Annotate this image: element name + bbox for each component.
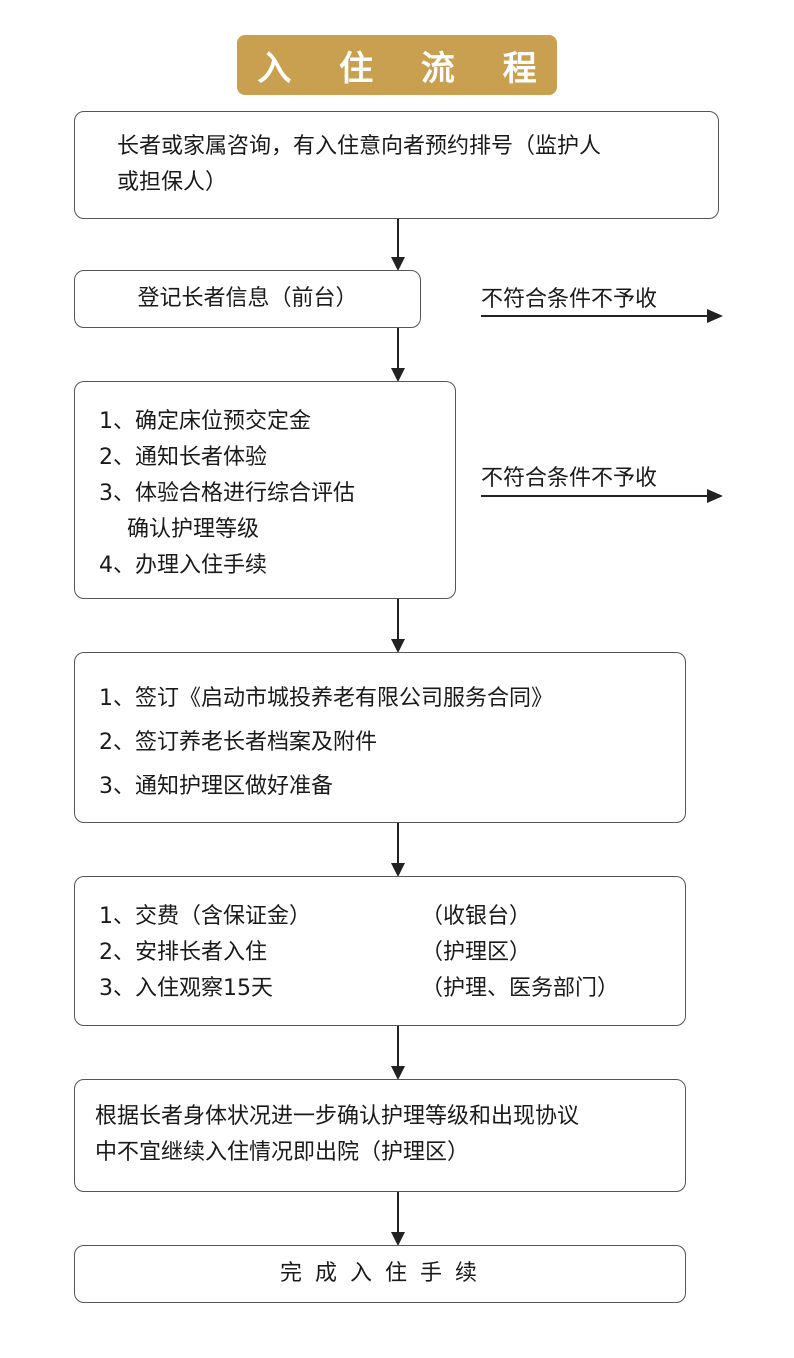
arrow-down-1	[391, 219, 405, 271]
step-complete-label: 完 成 入 住 手 续	[280, 1261, 480, 1286]
step-consultation-line-2: 或担保人）	[117, 170, 228, 195]
step-checkin-left-1: 1、交费（含保证金）	[99, 904, 311, 929]
step-checkin-left-2: 2、安排长者入住	[99, 940, 267, 965]
arrow-down-6	[391, 1192, 405, 1246]
step-register-label: 登记长者信息（前台）	[137, 286, 358, 311]
step-complete-box: 完 成 入 住 手 续	[74, 1245, 686, 1303]
arrow-right-reject-1	[481, 309, 723, 323]
step-contract-box: 1、签订《启动市城投养老有限公司服务合同》 2、签订养老长者档案及附件 3、通知…	[74, 652, 686, 823]
step-checkin-right-column: （收银台） （护理区） （护理、医务部门）	[421, 899, 619, 1007]
reject-label-1: 不符合条件不予收	[481, 287, 658, 312]
step-review-line-2: 中不宜继续入住情况即出院（护理区）	[95, 1140, 470, 1165]
arrow-down-5	[391, 1026, 405, 1080]
step-assessment-line-5: 4、办理入住手续	[99, 553, 267, 578]
arrow-right-reject-2	[481, 489, 723, 503]
step-assessment-line-1: 1、确定床位预交定金	[99, 409, 311, 434]
page-title: 入 住 流 程	[237, 35, 557, 95]
arrow-down-4	[391, 823, 405, 877]
step-register-box: 登记长者信息（前台）	[74, 270, 421, 328]
step-review-line-1: 根据长者身体状况进一步确认护理等级和出现协议	[95, 1104, 580, 1129]
step-review-box: 根据长者身体状况进一步确认护理等级和出现协议 中不宜继续入住情况即出院（护理区）	[74, 1079, 686, 1192]
step-checkin-right-2: （护理区）	[421, 940, 532, 965]
step-assessment-box: 1、确定床位预交定金 2、通知长者体验 3、体验合格进行综合评估 确认护理等级 …	[74, 381, 456, 599]
step-assessment-line-4: 确认护理等级	[99, 517, 259, 542]
step-assessment-line-3: 3、体验合格进行综合评估	[99, 481, 355, 506]
step-checkin-box: 1、交费（含保证金） 2、安排长者入住 3、入住观察15天 （收银台） （护理区…	[74, 876, 686, 1026]
step-checkin-left-column: 1、交费（含保证金） 2、安排长者入住 3、入住观察15天	[99, 899, 685, 1007]
step-contract-line-3: 3、通知护理区做好准备	[99, 774, 333, 799]
arrow-down-2	[391, 328, 405, 382]
step-contract-line-1: 1、签订《启动市城投养老有限公司服务合同》	[99, 686, 553, 711]
step-checkin-left-3: 3、入住观察15天	[99, 976, 273, 1001]
step-checkin-right-3: （护理、医务部门）	[421, 976, 620, 1001]
step-contract-line-2: 2、签订养老长者档案及附件	[99, 730, 377, 755]
step-assessment-line-2: 2、通知长者体验	[99, 445, 267, 470]
step-checkin-right-1: （收银台）	[421, 904, 532, 929]
reject-label-2: 不符合条件不予收	[481, 466, 658, 491]
arrow-down-3	[391, 599, 405, 653]
step-consultation-line-1: 长者或家属咨询，有入住意向者预约排号（监护人	[117, 134, 602, 159]
step-consultation-box: 长者或家属咨询，有入住意向者预约排号（监护人 或担保人）	[74, 111, 719, 219]
